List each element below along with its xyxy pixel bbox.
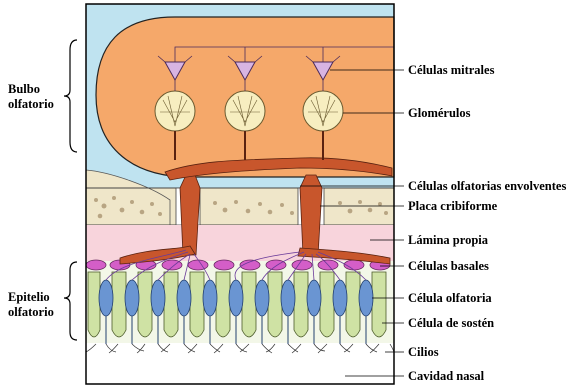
epitelio-label-line1: Epitelio	[8, 290, 54, 305]
label-cilios: Cilios	[408, 345, 439, 359]
epitelio-label-line2: olfatorio	[8, 305, 54, 320]
label-celulas-basales: Células basales	[408, 259, 489, 273]
label-celulas-olfatorias-envolventes: Células olfatorias envolventes	[408, 179, 566, 193]
label-cavidad-nasal: Cavidad nasal	[408, 369, 484, 383]
epitelio-olfatorio-label: Epitelio olfatorio	[8, 290, 54, 320]
epitelio-brace	[64, 262, 77, 340]
label-placa-cribiforme: Placa cribiforme	[408, 199, 497, 213]
bulbo-label-line2: olfatorio	[8, 97, 54, 112]
label-lamina-propia: Lámina propia	[408, 233, 488, 247]
bulbo-brace	[64, 40, 77, 152]
glomeruli	[155, 91, 343, 131]
label-celula-olfatoria: Célula olfatoria	[408, 291, 492, 305]
label-celula-de-sosten: Célula de sostén	[408, 316, 494, 330]
bulbo-olfatorio-label: Bulbo olfatorio	[8, 82, 54, 112]
label-glomerulos: Glomérulos	[408, 106, 471, 120]
bulbo-label-line1: Bulbo	[8, 82, 54, 97]
label-celulas-mitrales: Células mitrales	[408, 63, 494, 77]
